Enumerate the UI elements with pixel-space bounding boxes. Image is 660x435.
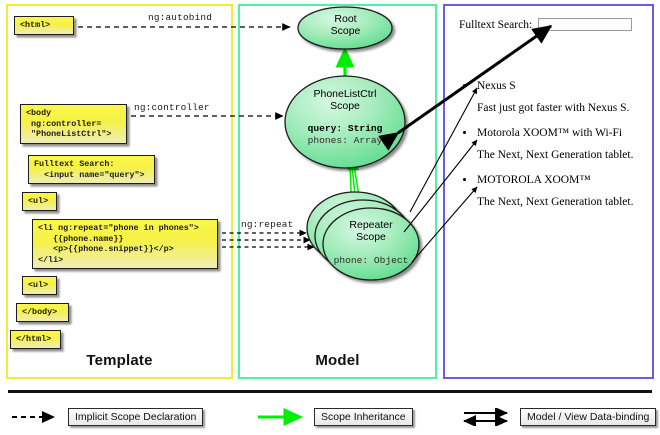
legend-model-view-data-binding: Model / View Data-binding	[462, 408, 657, 426]
view-phone-list: Nexus S Fast just got faster with Nexus …	[463, 80, 653, 212]
list-item-title: Nexus S	[477, 80, 516, 92]
template-box-li-repeat: <li ng:repeat="phone in phones"> {{phone…	[32, 219, 218, 270]
legend-label: Model / View Data-binding	[520, 408, 657, 426]
list-item: MOTOROLA XOOM™ The Next, Next Generation…	[463, 174, 653, 209]
list-item: Motorola XOOM™ with Wi-Fi The Next, Next…	[463, 127, 653, 162]
legend-implicit-scope-declaration: Implicit Scope Declaration	[10, 408, 204, 426]
model-panel: Model	[238, 4, 437, 379]
view-search-row: Fulltext Search:	[459, 18, 633, 31]
dashed-arrow-icon	[12, 411, 55, 423]
green-arrow-icon	[258, 408, 303, 426]
bullet-icon	[463, 178, 466, 181]
list-item-snippet: Fast just got faster with Nexus S.	[477, 102, 630, 114]
view-panel: Fulltext Search: Nexus S Fast just got f…	[443, 4, 654, 379]
double-arrow-icon	[463, 408, 508, 426]
legend: Implicit Scope Declaration Scope Inherit…	[0, 400, 660, 435]
list-item: Nexus S Fast just got faster with Nexus …	[463, 80, 653, 115]
template-box-ul-close: <ul>	[22, 276, 57, 295]
edge-label-ng-autobind: ng:autobind	[148, 12, 213, 23]
edge-label-ng-repeat: ng:repeat	[241, 219, 294, 230]
legend-label: Implicit Scope Declaration	[68, 408, 204, 426]
legend-label: Scope Inheritance	[314, 408, 413, 426]
legend-scope-inheritance: Scope Inheritance	[256, 408, 413, 426]
legend-divider	[8, 390, 652, 393]
edge-label-ng-controller: ng:controller	[134, 102, 210, 113]
bullet-icon	[463, 84, 466, 87]
view-search-input[interactable]	[538, 18, 633, 31]
template-panel-title: Template	[86, 352, 153, 369]
list-item-snippet: The Next, Next Generation tablet.	[477, 196, 634, 208]
template-box-html-close: </html>	[10, 330, 61, 349]
template-box-body-close: </body>	[16, 303, 69, 322]
bullet-icon	[463, 131, 466, 134]
template-box-body-controller: <body ng:controller= "PhoneListCtrl">	[20, 104, 127, 144]
template-box-html-open: <html>	[14, 16, 74, 35]
list-item-title: MOTOROLA XOOM™	[477, 174, 591, 186]
list-item-title: Motorola XOOM™ with Wi-Fi	[477, 127, 623, 139]
template-box-fulltext-search: Fulltext Search: <input name="query">	[28, 155, 155, 185]
model-panel-title: Model	[315, 352, 360, 369]
template-box-ul-open: <ul>	[22, 192, 57, 211]
view-search-label: Fulltext Search:	[459, 18, 533, 31]
list-item-snippet: The Next, Next Generation tablet.	[477, 149, 634, 161]
